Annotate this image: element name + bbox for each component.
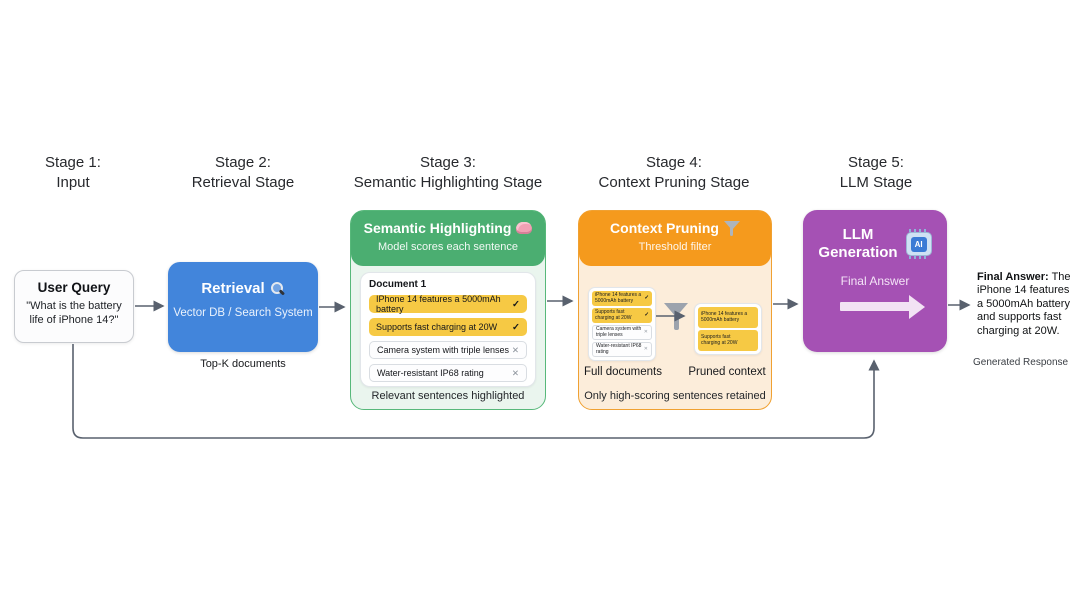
final-answer-title: Final Answer: bbox=[977, 271, 1049, 283]
tiny-sentence-text: iPhone 14 features a 5000mAh battery bbox=[595, 291, 642, 304]
context-pruning-subtitle: Threshold filter bbox=[638, 241, 712, 253]
final-answer-block: Final Answer: The iPhone 14 features a 5… bbox=[977, 271, 1073, 338]
retrieval-node: Retrieval Vector DB / Search System bbox=[168, 262, 318, 352]
llm-subtitle: Final Answer bbox=[840, 274, 910, 288]
stage-1-label-line1: Stage 1: bbox=[45, 154, 101, 171]
stage-2-label: Stage 2: Retrieval Stage bbox=[153, 153, 333, 192]
funnel-icon bbox=[723, 220, 740, 236]
semantic-highlighting-subtitle: Model scores each sentence bbox=[377, 241, 519, 253]
x-icon: ✕ bbox=[643, 328, 648, 335]
context-pruning-title: Context Pruning bbox=[610, 220, 719, 236]
stage-3-label-line2: Semantic Highlighting Stage bbox=[353, 173, 543, 191]
user-query-title: User Query bbox=[37, 280, 111, 295]
full-documents-card: iPhone 14 features a 5000mAh battery ✓ S… bbox=[588, 287, 656, 361]
sentence-row: IPhone 14 features a 5000mAh battery ✓ bbox=[369, 294, 527, 314]
tiny-sentence-row: Supports fast charging at 20W bbox=[698, 330, 758, 351]
tiny-sentence-text: Camera system with triple lenses bbox=[596, 325, 642, 338]
check-icon: ✓ bbox=[644, 311, 649, 318]
context-pruning-caption: Only high-scoring sentences retained bbox=[584, 390, 766, 402]
right-arrow-icon bbox=[840, 294, 925, 319]
stage-2-label-line2: Retrieval Stage bbox=[191, 173, 295, 191]
stage-3-label-line1: Stage 3: bbox=[420, 154, 476, 171]
sentence-text: Water-resistant IP68 rating bbox=[377, 368, 484, 378]
pruned-context-label: Pruned context bbox=[688, 366, 766, 378]
retrieval-subtitle: Vector DB / Search System bbox=[173, 307, 313, 319]
llm-title-line2: Generation bbox=[818, 244, 898, 261]
stage-4-label-line1: Stage 4: bbox=[646, 154, 702, 171]
tiny-sentence-text: Supports fast charging at 20W bbox=[595, 308, 632, 321]
context-pruning-header: Context Pruning Threshold filter bbox=[579, 211, 771, 266]
stage-2-label-line1: Stage 2: bbox=[215, 154, 271, 171]
magnifier-icon bbox=[270, 281, 285, 296]
tiny-sentence-text: iPhone 14 features a 5000mAh battery bbox=[701, 310, 748, 323]
tiny-sentence-row: iPhone 14 features a 5000mAh battery bbox=[698, 307, 758, 328]
stage-4-label-line2: Context Pruning Stage bbox=[598, 173, 750, 191]
llm-generation-node: LLM Generation AI Final Answer bbox=[803, 210, 947, 352]
stage-3-label: Stage 3: Semantic Highlighting Stage bbox=[328, 153, 568, 192]
user-query-text: "What is the battery life of iPhone 14?" bbox=[26, 300, 122, 326]
sentence-row: Water-resistant IP68 rating ✕ bbox=[369, 364, 527, 382]
semantic-highlighting-title: Semantic Highlighting bbox=[363, 220, 512, 236]
sentence-text: Supports fast charging at 20W bbox=[376, 322, 498, 332]
stage-4-label: Stage 4: Context Pruning Stage bbox=[564, 153, 784, 192]
stage-5-label-line2: LLM Stage bbox=[839, 173, 913, 191]
check-icon: ✓ bbox=[512, 321, 520, 333]
user-query-node: User Query "What is the battery life of … bbox=[14, 270, 134, 343]
top-k-documents-caption: Top-K documents bbox=[200, 358, 286, 370]
document-card: Document 1 IPhone 14 features a 5000mAh … bbox=[360, 272, 536, 387]
stage-5-label: Stage 5: LLM Stage bbox=[796, 153, 956, 192]
tiny-sentence-row: Camera system with triple lenses ✕ bbox=[592, 325, 652, 340]
full-documents-label: Full documents bbox=[584, 366, 662, 378]
semantic-highlighting-panel: Semantic Highlighting Model scores each … bbox=[350, 210, 546, 410]
brain-icon bbox=[516, 222, 533, 234]
x-icon: ✕ bbox=[511, 344, 519, 355]
generated-response-caption: Generated Response bbox=[973, 357, 1069, 368]
final-answer-body: The iPhone 14 features a 5000mAh battery… bbox=[977, 271, 1071, 337]
context-pruning-panel: Context Pruning Threshold filter iPhone … bbox=[578, 210, 772, 410]
funnel-filter-icon bbox=[664, 303, 688, 331]
check-icon: ✓ bbox=[512, 298, 520, 310]
retrieval-title: Retrieval bbox=[201, 280, 265, 297]
sentence-row: Supports fast charging at 20W ✓ bbox=[369, 318, 527, 336]
tiny-sentence-text: Supports fast charging at 20W bbox=[701, 333, 738, 346]
pruned-context-card: iPhone 14 features a 5000mAh battery Sup… bbox=[694, 303, 762, 355]
stage-1-label: Stage 1: Input bbox=[13, 153, 133, 192]
stage-5-label-line1: Stage 5: bbox=[848, 154, 904, 171]
sentence-row: Camera system with triple lenses ✕ bbox=[369, 341, 527, 359]
tiny-sentence-row: Water-resistant IP68 rating ✕ bbox=[592, 342, 652, 357]
ai-chip-label: AI bbox=[910, 236, 927, 252]
sentence-text: IPhone 14 features a 5000mAh battery bbox=[376, 294, 501, 314]
tiny-sentence-row: iPhone 14 features a 5000mAh battery ✓ bbox=[592, 291, 652, 306]
check-icon: ✓ bbox=[644, 294, 649, 301]
sentence-text: Camera system with triple lenses bbox=[377, 345, 510, 355]
tiny-sentence-row: Supports fast charging at 20W ✓ bbox=[592, 308, 652, 323]
semantic-highlighting-header: Semantic Highlighting Model scores each … bbox=[351, 211, 545, 266]
ai-chip-icon: AI bbox=[905, 229, 932, 259]
x-icon: ✕ bbox=[511, 367, 519, 378]
llm-title-line1: LLM bbox=[842, 226, 874, 243]
document-title: Document 1 bbox=[369, 279, 427, 290]
semantic-highlighting-caption: Relevant sentences highlighted bbox=[371, 390, 525, 402]
stage-1-label-line2: Input bbox=[56, 173, 90, 191]
tiny-sentence-text: Water-resistant IP68 rating bbox=[596, 342, 642, 355]
x-icon: ✕ bbox=[643, 345, 648, 352]
